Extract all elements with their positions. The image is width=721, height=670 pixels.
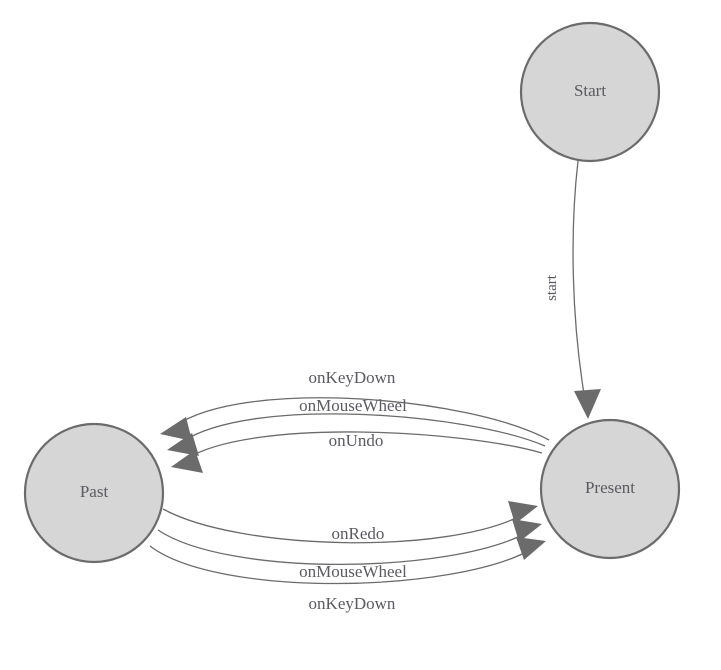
node-present-circle [539, 418, 681, 560]
node-present[interactable]: Present [539, 418, 681, 560]
edge-present-to-past-key[interactable]: onKeyDown [160, 368, 550, 441]
edge-present-to-past-undo-label: onUndo [329, 431, 384, 450]
node-start[interactable]: Start [519, 21, 661, 163]
edge-start-to-present-path [572, 160, 587, 407]
node-start-circle [519, 21, 661, 163]
edge-past-to-present-key-path [149, 545, 533, 585]
edge-present-to-past-wheel[interactable]: onMouseWheel [167, 396, 546, 456]
edge-present-to-past-key-label: onKeyDown [309, 368, 396, 387]
node-past-label: Past [80, 482, 109, 501]
edge-past-to-present-redo-arrowhead [508, 501, 538, 524]
edge-start-to-present-arrowhead [574, 389, 601, 419]
edge-start-to-present-label: start [544, 274, 560, 301]
edge-start-to-present[interactable]: start [544, 160, 601, 419]
edge-past-to-present-key[interactable]: onKeyDown [149, 537, 546, 613]
edge-present-to-past-key-arrowhead [160, 417, 192, 441]
node-past[interactable]: Past [23, 422, 165, 564]
node-present-label: Present [585, 478, 635, 497]
edge-past-to-present-key-arrowhead [516, 537, 546, 560]
node-past-circle [23, 422, 165, 564]
edge-past-to-present-redo-label: onRedo [332, 524, 385, 543]
edge-past-to-present-wheel[interactable]: onMouseWheel [157, 519, 542, 581]
edge-present-to-past-wheel-label: onMouseWheel [299, 396, 407, 415]
edge-present-to-past-undo[interactable]: onUndo [171, 431, 543, 473]
edge-past-to-present-wheel-path [157, 529, 529, 566]
edge-past-to-present-wheel-label: onMouseWheel [299, 562, 407, 581]
edge-present-to-past-wheel-arrowhead [167, 433, 199, 456]
edge-past-to-present-redo[interactable]: onRedo [162, 501, 538, 544]
node-start-label: Start [574, 81, 606, 100]
edge-present-to-past-wheel-path [181, 413, 546, 447]
edge-past-to-present-wheel-arrowhead [512, 519, 542, 542]
edge-present-to-past-undo-path [185, 431, 543, 460]
edge-present-to-past-key-path [174, 397, 550, 441]
edge-past-to-present-redo-path [162, 508, 525, 544]
edge-past-to-present-key-label: onKeyDown [309, 594, 396, 613]
edge-present-to-past-undo-arrowhead [171, 450, 203, 473]
